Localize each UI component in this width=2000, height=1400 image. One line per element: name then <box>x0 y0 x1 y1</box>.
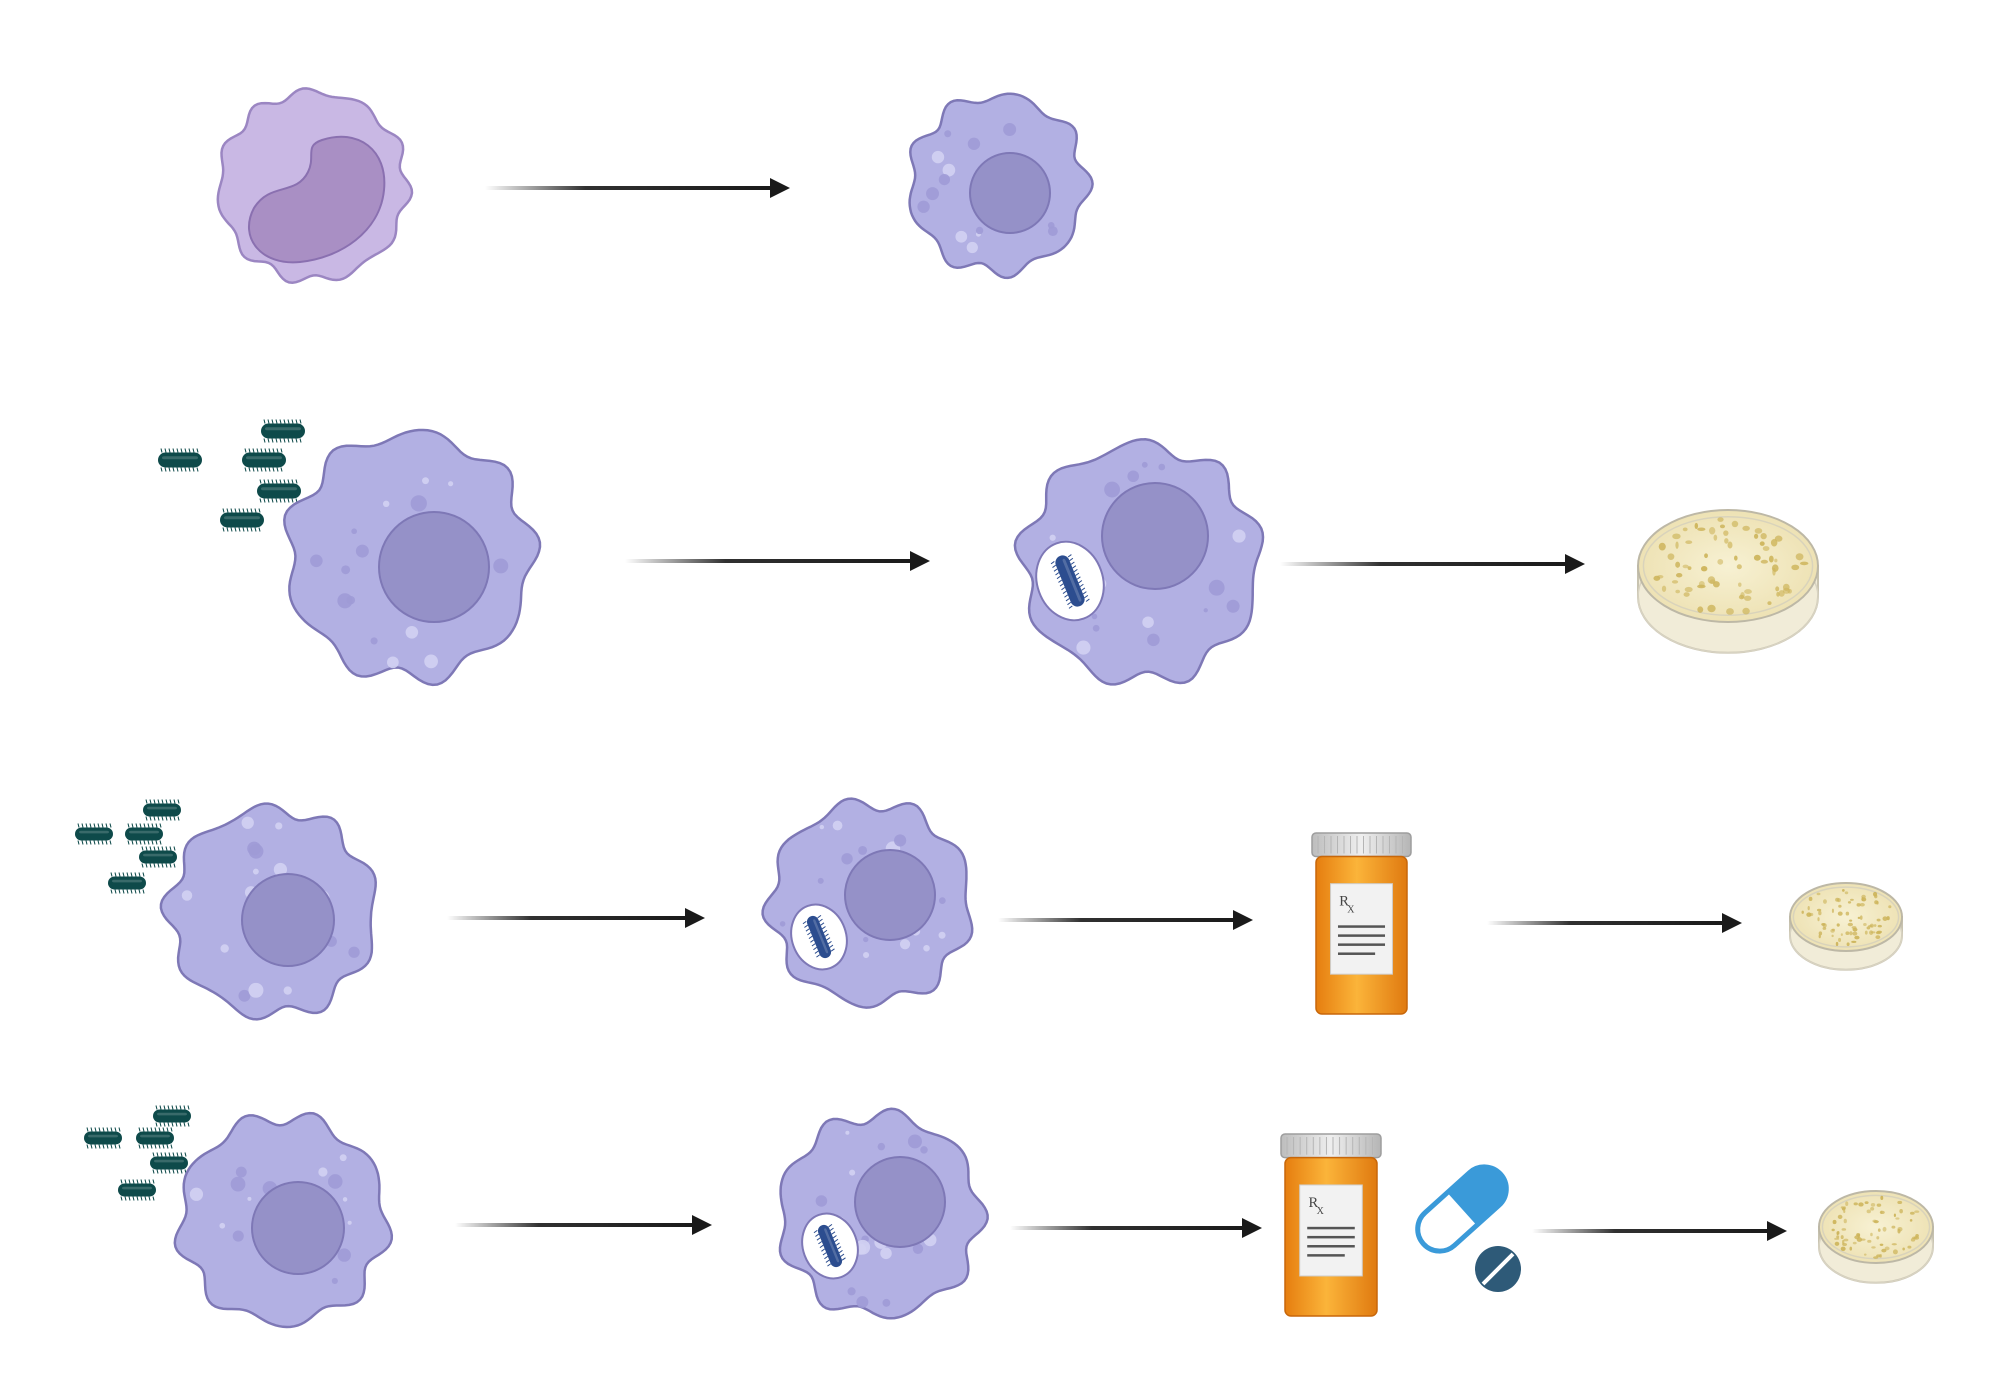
bacterium <box>257 479 301 503</box>
macrophage-icon <box>761 797 974 1009</box>
arrow-icon <box>485 178 790 198</box>
intracellular-bacterium <box>802 915 835 959</box>
intracellular-bacterium <box>813 1224 846 1268</box>
bacterium <box>220 508 264 532</box>
bacterium <box>143 799 181 821</box>
bacterium <box>150 1152 188 1174</box>
arrow-icon <box>1280 554 1585 574</box>
macrophage-icon <box>778 1107 989 1320</box>
bacterium <box>242 448 286 472</box>
bacterium <box>136 1127 174 1149</box>
rx-label: R <box>1308 1195 1318 1211</box>
prescription-bottle-icon: RX <box>1280 1133 1382 1317</box>
arrow-icon <box>1010 1218 1262 1238</box>
capsule-icon <box>1415 1164 1509 1254</box>
arrow-icon <box>1487 913 1742 933</box>
arrow-icon <box>455 1215 712 1235</box>
petri-dish-icon <box>1818 1190 1934 1284</box>
bacterium <box>158 448 202 472</box>
rx-subscript: X <box>1347 905 1354 916</box>
phagosome-icon <box>801 1212 859 1280</box>
arrow-icon <box>1532 1221 1787 1241</box>
bacterium <box>125 823 163 845</box>
bacterium <box>108 872 146 894</box>
petri-dish-icon <box>1637 509 1819 654</box>
bacteria-icon <box>84 1105 191 1201</box>
arrow-icon <box>625 551 930 571</box>
arrow-icon <box>447 908 705 928</box>
rx-label: R <box>1339 893 1349 909</box>
rx-subscript: X <box>1317 1206 1325 1217</box>
prescription-bottle-icon: RX <box>1311 832 1412 1015</box>
macrophage-icon <box>1013 438 1265 686</box>
bacterium <box>118 1179 156 1201</box>
bacteria-icon <box>75 799 181 894</box>
petri-dish-icon <box>1789 882 1903 971</box>
macrophage-icon <box>159 802 377 1021</box>
macrophage-icon <box>908 92 1094 280</box>
macrophage-icon <box>173 1111 394 1329</box>
phagosome-icon <box>790 903 848 971</box>
tablet-icon <box>1475 1246 1521 1292</box>
bacterium <box>84 1127 122 1149</box>
arrow-icon <box>998 910 1253 930</box>
monocyte-icon <box>216 87 414 284</box>
macrophage-icon <box>283 428 542 687</box>
bacteria-icon <box>158 419 305 532</box>
bacterium <box>261 419 305 443</box>
intracellular-bacterium <box>1050 554 1090 609</box>
bacterium <box>153 1105 191 1127</box>
phagosome-icon <box>1035 540 1105 622</box>
bacterium <box>75 823 113 845</box>
bacterium <box>139 846 177 868</box>
